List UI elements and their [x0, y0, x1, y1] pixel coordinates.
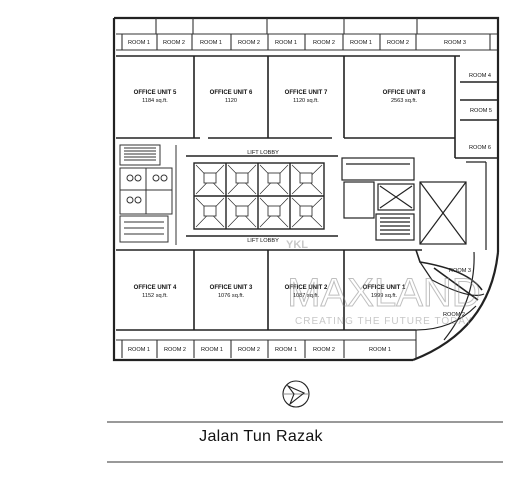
- room-label: ROOM 1: [128, 40, 150, 46]
- unit-name: OFFICE UNIT 3: [210, 285, 253, 291]
- unit-area: 1120: [225, 98, 237, 104]
- right-room-labels: ROOM 4 ROOM 5 ROOM 6: [469, 73, 492, 151]
- unit-area: 1120 sq.ft.: [293, 98, 319, 104]
- right-core: [341, 157, 487, 250]
- room-label: ROOM 1: [128, 347, 150, 353]
- top-room-labels: ROOM 1 ROOM 2 ROOM 1 ROOM 2 ROOM 1 ROOM …: [128, 40, 466, 46]
- room-label: ROOM 3: [444, 40, 466, 46]
- room-label: ROOM 1: [275, 40, 297, 46]
- unit-area: 1999 sq.ft.: [371, 293, 398, 299]
- unit-name: OFFICE UNIT 8: [383, 90, 426, 96]
- left-core: [119, 144, 177, 245]
- room-label: ROOM 2: [443, 312, 465, 318]
- watermark: YKL MAXLAND CREATING THE FUTURE TODAY: [286, 239, 481, 327]
- unit-area: 1076 sq.ft.: [218, 293, 245, 299]
- lift-lobby-label: LIFT LOBBY: [247, 150, 279, 156]
- unit-name: OFFICE UNIT 2: [285, 285, 328, 291]
- room-label: ROOM 1: [200, 40, 222, 46]
- top-unit-labels: OFFICE UNIT 5 1184 sq.ft. OFFICE UNIT 6 …: [134, 90, 426, 104]
- unit-name: OFFICE UNIT 6: [210, 90, 253, 96]
- watermark-small: YKL: [286, 239, 308, 251]
- top-unit-walls: [116, 55, 498, 159]
- bottom-unit-labels: OFFICE UNIT 4 1152 sq.ft. OFFICE UNIT 3 …: [134, 285, 406, 299]
- compass-icon: [282, 380, 310, 408]
- room-label: ROOM 2: [313, 347, 335, 353]
- unit-name: OFFICE UNIT 4: [134, 285, 177, 291]
- watermark-tagline: CREATING THE FUTURE TODAY: [295, 316, 473, 327]
- room-label: ROOM 2: [238, 347, 260, 353]
- room-label: ROOM 1: [275, 347, 297, 353]
- bottom-room-labels: ROOM 1 ROOM 2 ROOM 1 ROOM 2 ROOM 1 ROOM …: [128, 347, 391, 353]
- room-label: ROOM 1: [350, 40, 372, 46]
- unit-area: 2563 sq.ft.: [391, 98, 418, 104]
- room-label: ROOM 3: [449, 268, 471, 274]
- room-label: ROOM 4: [469, 73, 491, 79]
- unit-area: 1184 sq.ft.: [142, 98, 168, 104]
- room-label: ROOM 5: [470, 108, 492, 114]
- room-label: ROOM 2: [387, 40, 409, 46]
- curved-wing: [415, 251, 485, 341]
- bottom-room-strip: [116, 330, 417, 358]
- outer-walls: [112, 16, 500, 362]
- room-label: ROOM 1: [201, 347, 223, 353]
- room-label: ROOM 1: [369, 347, 391, 353]
- room-label: ROOM 2: [164, 347, 186, 353]
- room-label: ROOM 2: [238, 40, 260, 46]
- unit-name: OFFICE UNIT 1: [363, 285, 406, 291]
- road-name: Jalan Tun Razak: [199, 428, 323, 445]
- lift-core: [186, 155, 338, 237]
- road-lines: [107, 421, 503, 463]
- unit-name: OFFICE UNIT 5: [134, 90, 177, 96]
- room-label: ROOM 2: [163, 40, 185, 46]
- lobby-labels: LIFT LOBBY LIFT LOBBY: [247, 150, 279, 244]
- unit-area: 1152 sq.ft.: [142, 293, 168, 299]
- unit-name: OFFICE UNIT 7: [285, 90, 328, 96]
- lift-lobby-label: LIFT LOBBY: [247, 238, 279, 244]
- top-room-strip: [116, 18, 497, 51]
- room-label: ROOM 2: [313, 40, 335, 46]
- room-label: ROOM 6: [469, 145, 491, 151]
- unit-area: 1087 sq.ft.: [293, 293, 320, 299]
- curve-room-labels: ROOM 3 ROOM 2: [443, 268, 471, 318]
- watermark-brand: MAXLAND: [287, 271, 480, 315]
